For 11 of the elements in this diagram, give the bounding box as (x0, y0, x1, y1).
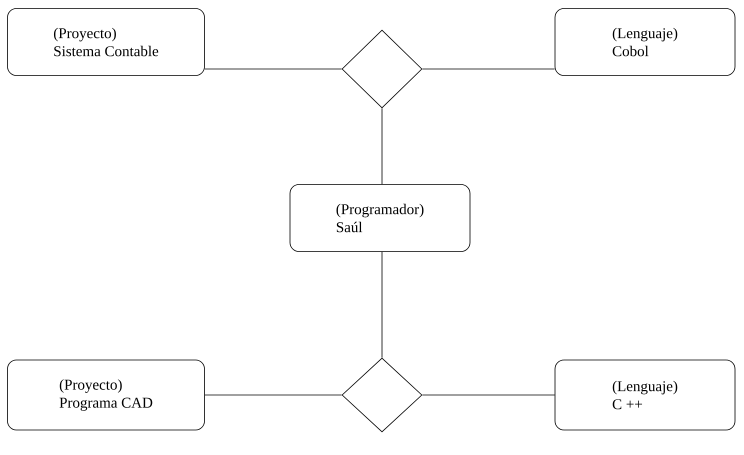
connector-line (422, 394, 555, 396)
connector-line (204, 68, 342, 70)
connector-line (422, 68, 555, 70)
entity-box: (Lenguaje) Cobol (554, 8, 736, 76)
entity-box: (Programador) Saúl (290, 184, 470, 252)
entity-box: (Proyecto) Programa CAD (7, 360, 205, 430)
relationship-diamond (342, 30, 422, 108)
entity-box: (Lenguaje) C ++ (554, 360, 736, 430)
entity-box: (Proyecto) Sistema Contable (7, 8, 205, 76)
connector-line (204, 394, 342, 396)
relationship-diamond (342, 358, 422, 432)
